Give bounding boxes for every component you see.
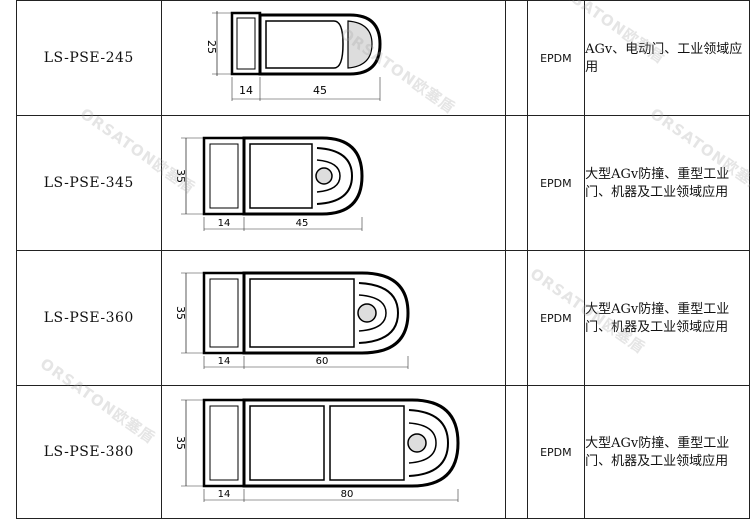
profile-drawing: 25 14 45 xyxy=(205,11,382,101)
application-cell: 大型AGv防撞、重型工业门、机器及工业领域应用 xyxy=(584,250,750,386)
application-text: 大型AGv防撞、重型工业门、机器及工业领域应用 xyxy=(585,167,730,200)
profile-drawing-cell: 25 14 45 xyxy=(160,0,507,116)
base-dim-label: 14 xyxy=(217,218,230,229)
width-dim-label: 45 xyxy=(313,84,327,97)
profile-drawing-cell: 35 14 80 xyxy=(160,385,507,519)
height-dim-label: 35 xyxy=(174,306,187,320)
profile-drawing-cell: 35 14 45 xyxy=(160,115,507,251)
application-text: AGv、电动门、工业领域应用 xyxy=(585,42,743,75)
application-cell: 大型AGv防撞、重型工业门、机器及工业领域应用 xyxy=(584,385,750,519)
model-cell: LS-PSE-360 xyxy=(16,250,162,386)
material-cell: EPDM xyxy=(526,250,586,386)
application-text: 大型AGv防撞、重型工业门、机器及工业领域应用 xyxy=(585,436,730,469)
base-dim-label: 14 xyxy=(217,356,230,367)
application-cell: AGv、电动门、工业领域应用 xyxy=(584,0,750,116)
model-cell: LS-PSE-345 xyxy=(16,115,162,251)
width-dim-label: 60 xyxy=(315,356,328,367)
table-row: LS-PSE-380 35 14 80 xyxy=(16,385,750,519)
application-text: 大型AGv防撞、重型工业门、机器及工业领域应用 xyxy=(585,302,730,335)
base-dim-label: 14 xyxy=(217,489,230,500)
height-dim-label: 25 xyxy=(205,40,218,54)
table-row: LS-PSE-360 35 14 60 xyxy=(16,250,750,386)
width-dim-label: 45 xyxy=(295,218,308,229)
model-cell: LS-PSE-380 xyxy=(16,385,162,519)
height-dim-label: 35 xyxy=(174,169,187,183)
table-row: LS-PSE-345 35 14 45 xyxy=(16,115,750,251)
material-cell: EPDM xyxy=(526,385,586,519)
profile-drawing: 35 14 80 xyxy=(174,398,460,502)
height-dim-label: 35 xyxy=(174,436,187,450)
material-cell: EPDM xyxy=(526,115,586,251)
material-cell: EPDM xyxy=(526,0,586,116)
width-dim-label: 80 xyxy=(340,489,353,500)
model-cell: LS-PSE-245 xyxy=(16,0,162,116)
application-cell: 大型AGv防撞、重型工业门、机器及工业领域应用 xyxy=(584,115,750,251)
profile-drawing: 35 14 45 xyxy=(174,136,364,231)
base-dim-label: 14 xyxy=(239,84,253,97)
product-table: LS-PSE-245 25 14 45 EPDM AGv、电动 xyxy=(16,0,750,519)
profile-drawing-cell: 35 14 60 xyxy=(160,250,507,386)
table-row: LS-PSE-245 25 14 45 EPDM AGv、电动 xyxy=(16,0,750,116)
profile-drawing: 35 14 60 xyxy=(174,271,410,369)
